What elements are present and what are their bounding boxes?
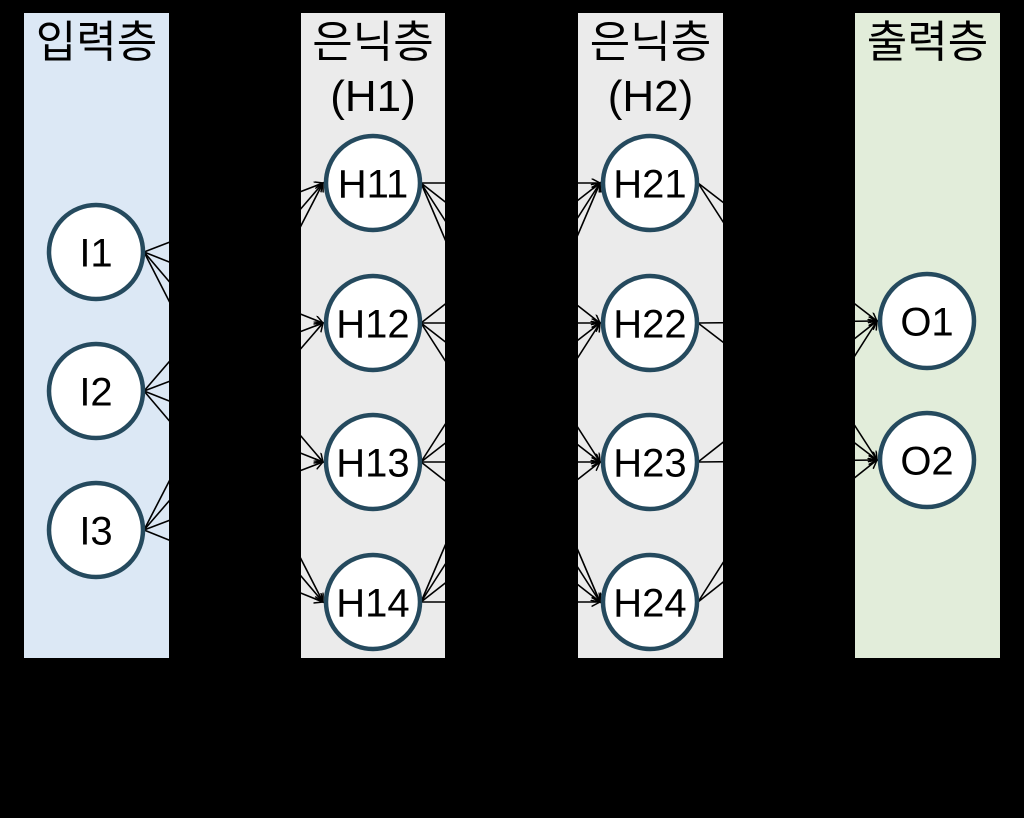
- node-circle-H23: [600, 412, 700, 512]
- node-label-H23: H23: [613, 441, 686, 485]
- node-circle-I2: [46, 341, 146, 441]
- node-circle-H13: [323, 412, 423, 512]
- layer-title-hidden1-line1: 은닉층: [312, 18, 433, 67]
- edges: [143, 182, 877, 603]
- edge-H14-H21: [420, 183, 600, 603]
- node-label-I1: I1: [79, 231, 112, 275]
- node-label-H13: H13: [336, 441, 409, 485]
- edge-I3-H14: [143, 529, 323, 602]
- node-label-H22: H22: [613, 302, 686, 346]
- node-label-O2: O2: [900, 439, 953, 483]
- layer-title-input: 입력층: [36, 18, 157, 67]
- edge-H12-H21: [420, 183, 600, 324]
- edge-I3-H12: [143, 323, 323, 531]
- edge-I1-H11: [143, 183, 323, 253]
- edge-H22-O1: [697, 321, 877, 323]
- node-label-H14: H14: [336, 581, 409, 625]
- node-circle-O2: [877, 410, 977, 510]
- node-H23: H23: [600, 412, 700, 512]
- node-H21: H21: [600, 133, 700, 233]
- edge-I3-H13: [143, 462, 323, 531]
- node-label-H21: H21: [613, 162, 686, 206]
- node-circle-I3: [46, 480, 146, 580]
- edge-H14-H23: [420, 462, 600, 603]
- node-O1: O1: [877, 271, 977, 371]
- node-circle-H21: [600, 133, 700, 233]
- node-circle-O1: [877, 271, 977, 371]
- node-circle-I1: [46, 202, 146, 302]
- edge-H24-O2: [697, 460, 877, 603]
- layer-title-hidden2-line2: (H2): [608, 72, 694, 121]
- node-label-H12: H12: [336, 302, 409, 346]
- node-label-H24: H24: [613, 581, 686, 625]
- titles: 입력층 은닉층 (H1) 은닉층 (H2) 출력층: [36, 18, 988, 121]
- layer-title-output: 출력층: [867, 18, 988, 67]
- edge-H14-H22: [420, 323, 600, 603]
- node-I2: I2: [46, 341, 146, 441]
- node-H11: H11: [323, 133, 423, 233]
- edge-I3-H11: [143, 183, 323, 531]
- edge-H21-O1: [697, 182, 877, 321]
- node-circle-H24: [600, 552, 700, 652]
- node-label-I3: I3: [79, 509, 112, 553]
- edge-I2-H11: [143, 183, 323, 392]
- edge-H24-O1: [697, 321, 877, 603]
- node-H22: H22: [600, 273, 700, 373]
- node-circle-H12: [323, 273, 423, 373]
- layer-title-hidden1-line2: (H1): [330, 72, 416, 121]
- node-circle-H14: [323, 552, 423, 652]
- edge-H23-O1: [697, 321, 877, 463]
- edge-H13-H21: [420, 183, 600, 463]
- layer-title-hidden2-line1: 은닉층: [590, 18, 711, 67]
- node-H12: H12: [323, 273, 423, 373]
- node-label-I2: I2: [79, 370, 112, 414]
- node-O2: O2: [877, 410, 977, 510]
- node-label-O1: O1: [900, 300, 953, 344]
- node-circle-H22: [600, 273, 700, 373]
- node-circle-H11: [323, 133, 423, 233]
- node-I3: I3: [46, 480, 146, 580]
- node-H13: H13: [323, 412, 423, 512]
- node-H14: H14: [323, 552, 423, 652]
- node-I1: I1: [46, 202, 146, 302]
- node-label-H11: H11: [338, 162, 408, 206]
- node-H24: H24: [600, 552, 700, 652]
